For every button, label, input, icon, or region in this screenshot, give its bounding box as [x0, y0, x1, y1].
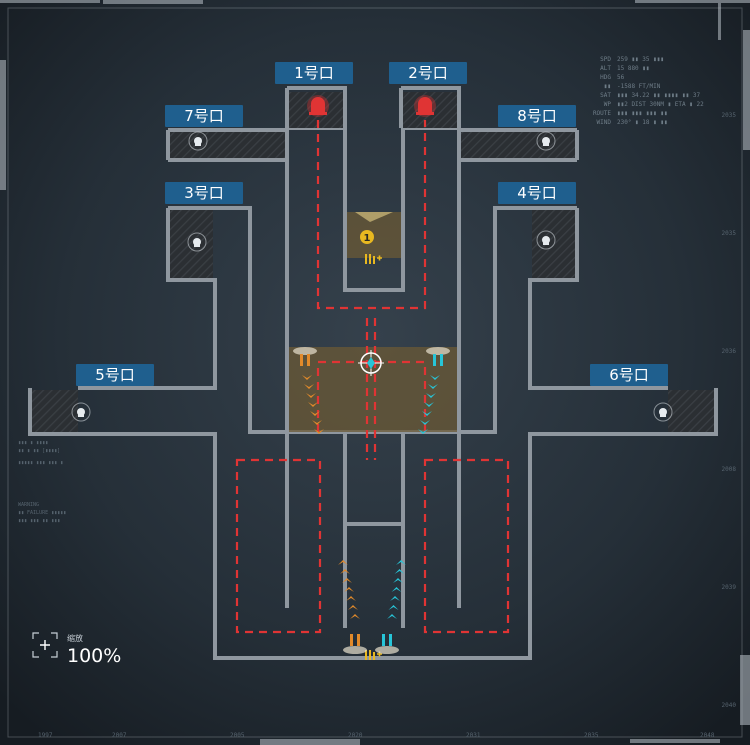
axis-tick: 2039 [721, 584, 736, 591]
zoom-crosshair-icon[interactable] [32, 632, 58, 658]
chevron-icon [391, 587, 402, 592]
chevron-icon [304, 384, 314, 389]
ammo-supply-icon [365, 254, 382, 264]
skull-icon [187, 232, 207, 252]
chevron-icon [422, 411, 432, 416]
chevron-icon [314, 429, 324, 434]
alarm-siren-icon [414, 95, 436, 117]
chevron-icon [344, 587, 354, 592]
hazard-zone [289, 347, 457, 432]
chevron-icon [430, 375, 440, 380]
exit-label-2[interactable]: 2号口 [389, 62, 467, 84]
axis-tick: 2020 [348, 732, 363, 739]
hud-row: ROUTE▮▮▮ ▮▮▮ ▮▮▮ ▮▮ [592, 110, 668, 117]
chevron-icon [396, 560, 406, 565]
chevron-icon [308, 402, 318, 407]
axis-tick: 2035 [721, 112, 736, 119]
chevron-icon [424, 402, 434, 407]
axis-tick: 2035 [721, 230, 736, 237]
axis-tick: 2031 [466, 732, 481, 739]
chevron-icon [312, 420, 322, 425]
skull-icon [536, 230, 556, 250]
cyan-team-spawn-icon [426, 347, 450, 366]
axis-tick: 2008 [721, 466, 736, 473]
chevron-icon [390, 596, 400, 601]
axis-tick: 2036 [721, 348, 736, 355]
chevron-icon [338, 560, 348, 565]
objective-number: 1 [364, 233, 371, 244]
chevron-icon [350, 614, 360, 619]
skull-icon [188, 131, 208, 151]
side-note: WARNING [18, 502, 40, 508]
skull-icon [653, 402, 673, 422]
chevron-icon [388, 605, 399, 610]
axis-tick: 1997 [38, 732, 53, 739]
route-paths [235, 120, 510, 634]
exit-label-3[interactable]: 3号口 [165, 182, 243, 204]
exit-label-4[interactable]: 4号口 [498, 182, 576, 204]
chevron-icon [428, 384, 438, 389]
chevron-icon [393, 578, 403, 583]
side-note: ▮▮▮ ▮▮▮ ▮▮ ▮▮▮ [18, 518, 61, 524]
chevron-icon [306, 393, 316, 398]
side-note: ▮▮ FAILURE ▮▮▮▮▮ [18, 510, 67, 516]
chevron-icon [340, 569, 350, 574]
chevron-icon [426, 393, 436, 398]
axis-tick: 2048 [700, 732, 715, 739]
hud-row: SAT▮▮▮ 34.22 ▮▮ ▮▮▮▮ ▮▮ 37 [600, 92, 701, 99]
skull-icon [71, 402, 91, 422]
chevron-icon [418, 429, 428, 434]
hud-row: ▮▮-1588 FT/MIN [603, 83, 661, 90]
exit-label-5[interactable]: 5号口 [76, 364, 154, 386]
chevron-icon [302, 375, 312, 380]
exit-alcoves [32, 92, 714, 432]
cyan-team-spawn-icon [375, 634, 399, 654]
corridor-walls [28, 86, 718, 660]
zoom-caption: 缩放 [67, 634, 83, 643]
axis-tick: 2040 [721, 702, 736, 709]
chevron-icon [348, 605, 358, 610]
chevron-icon [310, 411, 320, 416]
axis-tick: 2007 [112, 732, 127, 739]
chevron-icon [387, 614, 397, 619]
alarm-siren-icon [307, 95, 329, 117]
orange-team-spawn-icon [343, 634, 367, 654]
exit-label-1[interactable]: 1号口 [275, 62, 353, 84]
side-note: ▮▮▮▮▮ ▮▮▮ ▮▮▮ ▮ [18, 460, 64, 466]
skull-icon [536, 131, 556, 151]
zoom-level: 100% [67, 645, 122, 667]
chevron-icon [346, 596, 356, 601]
light-glow [355, 212, 393, 222]
exit-label-7[interactable]: 7号口 [165, 105, 243, 127]
orange-team-spawn-icon [293, 347, 317, 366]
chevron-icon [420, 420, 430, 425]
exit-label-8[interactable]: 8号口 [498, 105, 576, 127]
side-note: ▮▮▮ ▮ ▮▮▮▮ [18, 440, 49, 446]
axis-tick: 2035 [584, 732, 599, 739]
movement-trails [302, 375, 440, 619]
hud-row: WP▮▮2 DIST 30NM ▮ ETA ▮ 22 [603, 101, 704, 108]
chevron-icon [342, 578, 352, 583]
player-location-icon[interactable] [358, 350, 384, 376]
axis-tick: 2005 [230, 732, 245, 739]
exit-label-6[interactable]: 6号口 [590, 364, 668, 386]
chevron-icon [394, 569, 405, 574]
side-note: ▮▮ ▮ ▮▮ [▮▮▮▮] [18, 448, 61, 454]
objective-marker-icon[interactable]: 1 [360, 230, 374, 244]
